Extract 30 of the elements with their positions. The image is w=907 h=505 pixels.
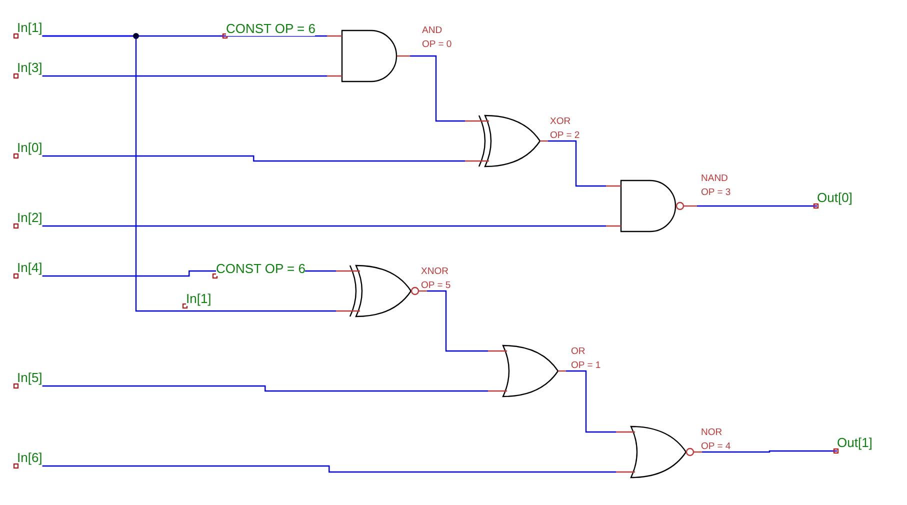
gate-label: NOR OP = 4 [701,426,731,454]
edge-label: In[1] [186,292,212,306]
pin-label: In[0] [17,140,42,158]
pin-label: In[1] [17,20,42,38]
edge-label: CONST OP = 6 [226,22,316,36]
wire [702,450,837,453]
gate-label: OR OP = 1 [571,345,601,373]
gate-label: NAND OP = 3 [701,172,731,200]
wire [42,155,465,162]
pin-label: In[2] [17,210,42,228]
wire [548,140,606,187]
pin-label: In[5] [17,370,42,388]
edge-label: CONST OP = 6 [216,262,306,276]
wire [42,225,606,227]
pin-label: Out[1] [837,435,872,453]
wire [697,205,817,207]
wire [42,385,488,392]
pin-label: In[4] [17,260,42,278]
pin-label: In[3] [17,60,42,78]
wire [42,465,616,473]
wire [42,35,327,37]
wire [427,290,488,352]
gate-label: XNOR OP = 5 [421,265,451,293]
wire [42,75,327,77]
pin-label: Out[0] [817,190,852,208]
wire [410,55,465,122]
gate-label: AND OP = 0 [422,24,452,52]
pin-label: In[6] [17,450,42,468]
gate-label: XOR OP = 2 [550,115,580,143]
wire [566,370,616,433]
